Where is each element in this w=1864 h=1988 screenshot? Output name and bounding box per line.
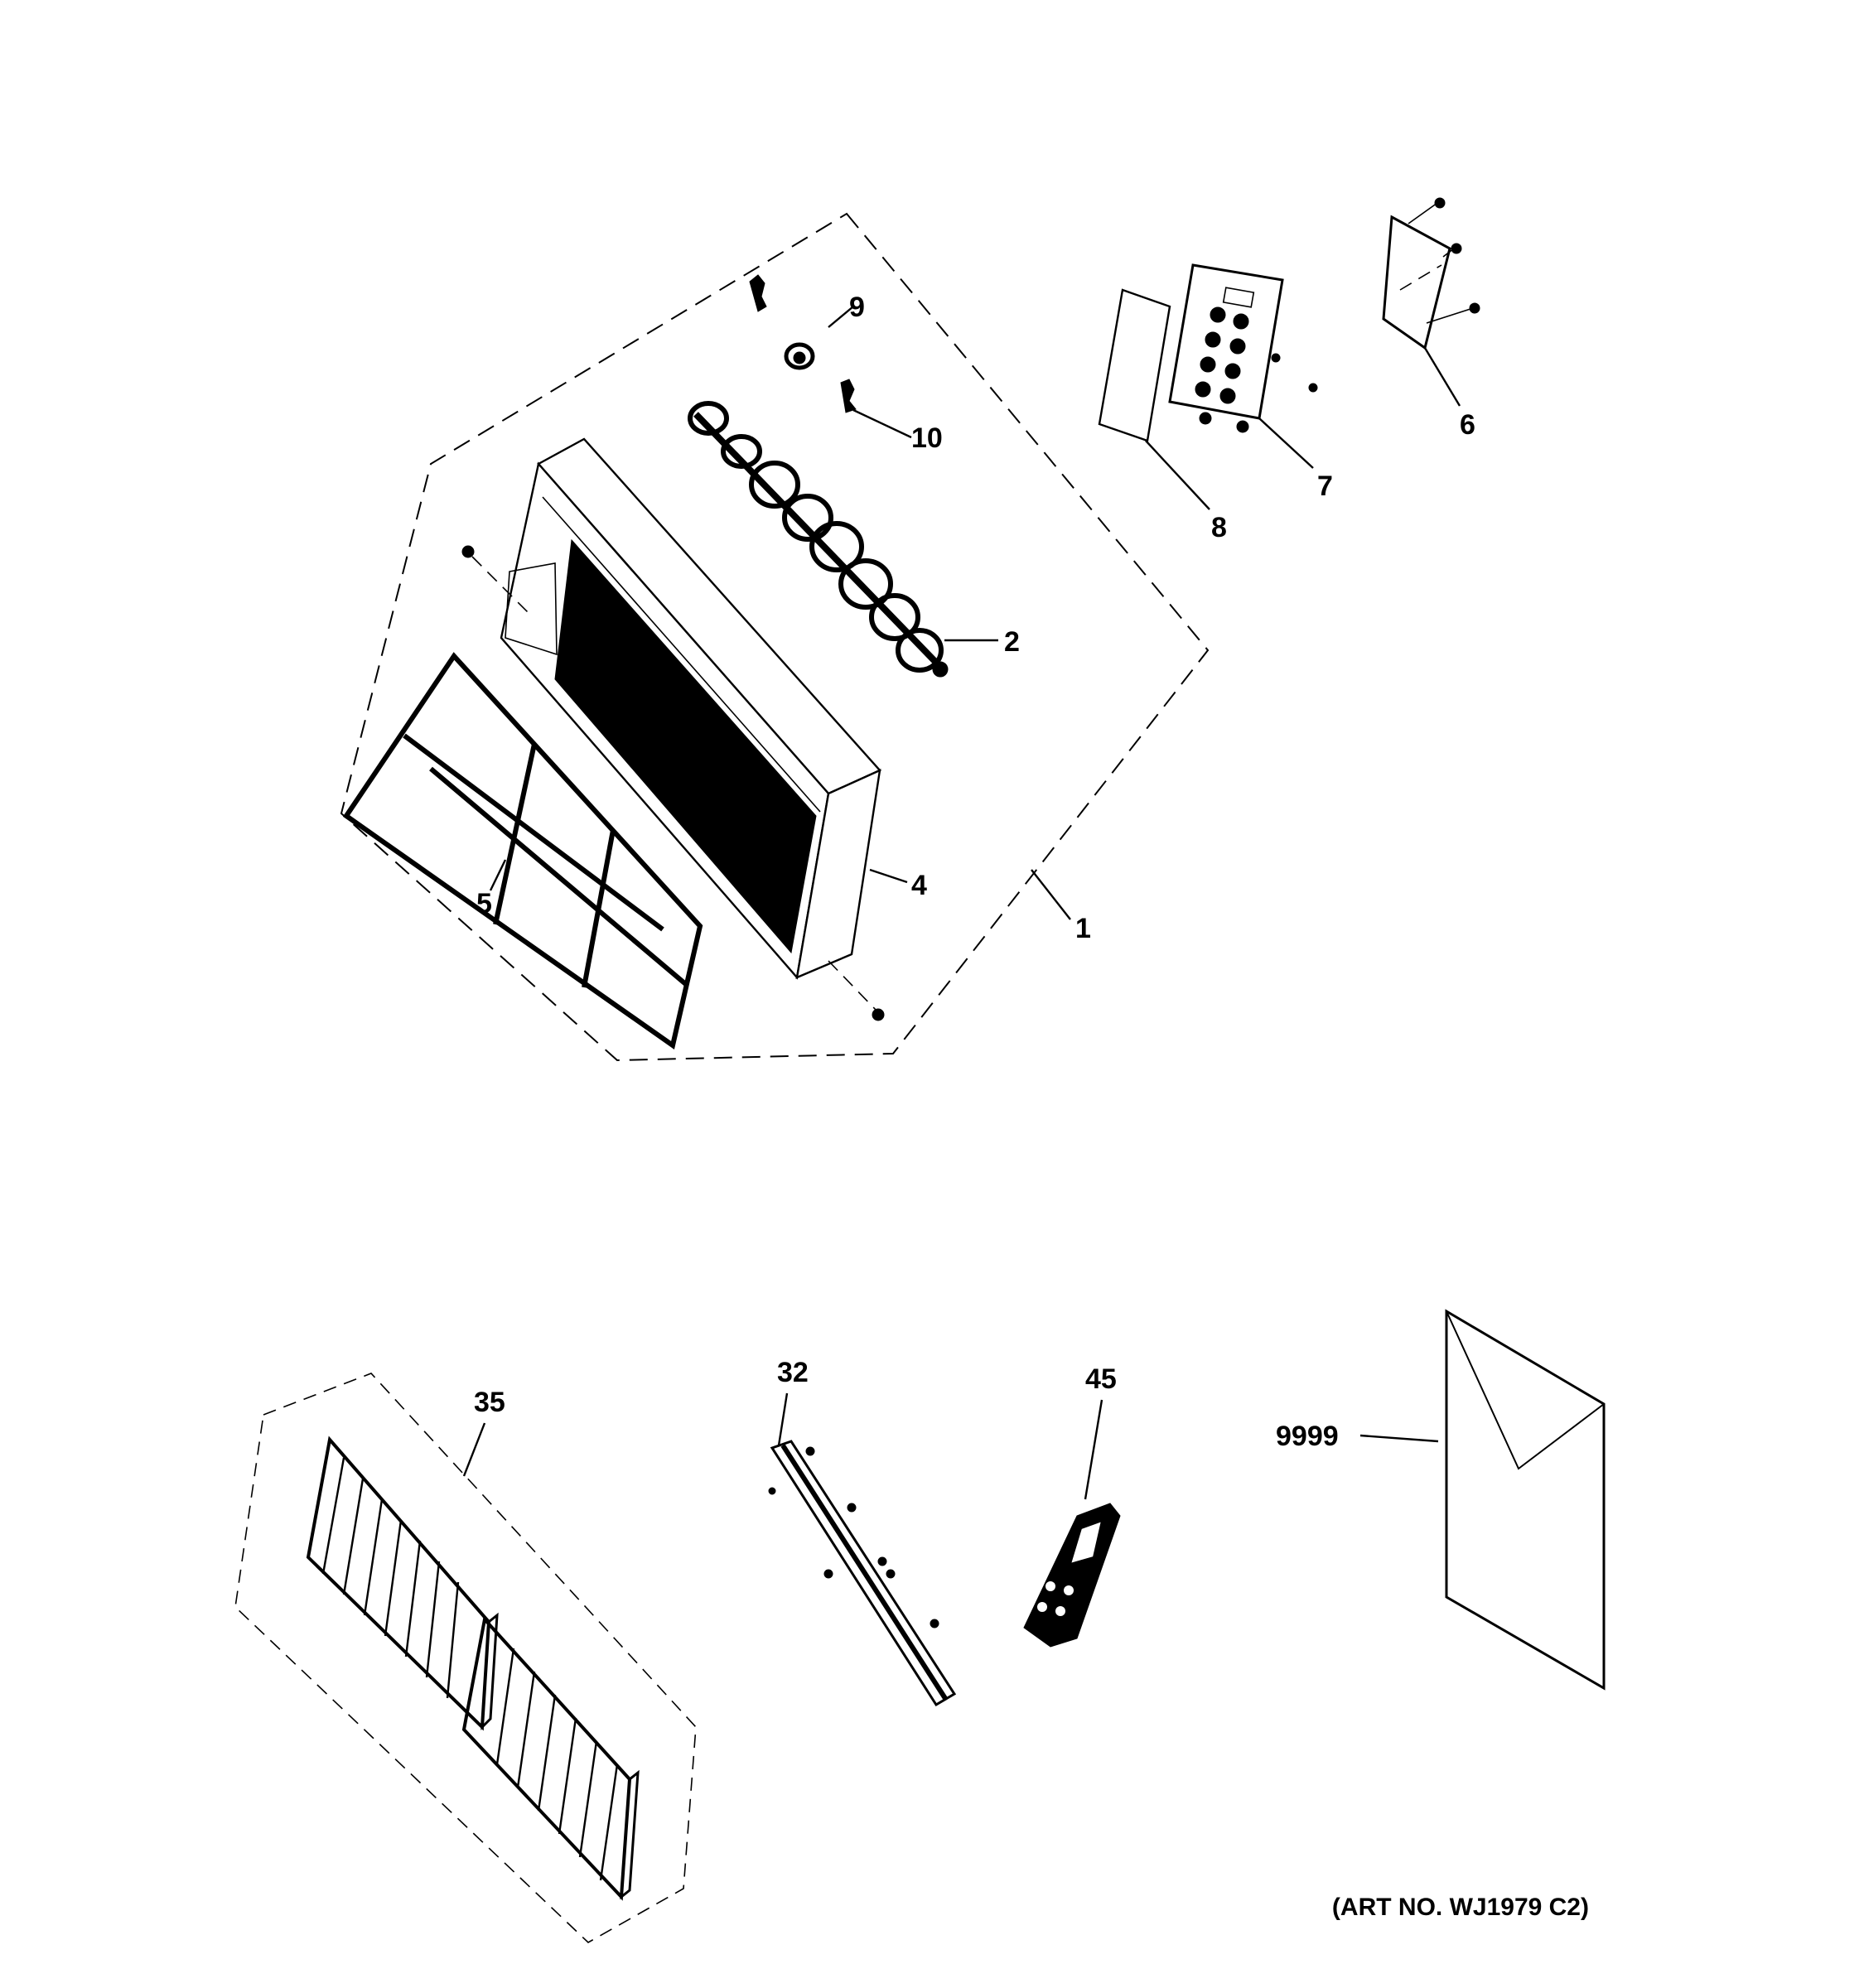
grille-left [306, 1436, 499, 1731]
control-parts [1098, 197, 1480, 442]
control-board [1168, 263, 1318, 433]
clip-parts [749, 274, 857, 413]
louver-rod [688, 401, 949, 678]
callout-8: 8 [1211, 512, 1227, 543]
callout-7: 7 [1317, 470, 1333, 502]
remote-control [1023, 1503, 1121, 1648]
callout-35: 35 [474, 1387, 505, 1418]
front-panel-assembly [340, 212, 1210, 1062]
callout-6: 6 [1460, 409, 1475, 441]
callout-9: 9 [849, 292, 865, 323]
callout-5: 5 [476, 888, 492, 919]
callout-32: 32 [777, 1357, 809, 1388]
mounting-rail [768, 1440, 957, 1707]
callout-2: 2 [1004, 626, 1020, 658]
callout-4: 4 [911, 870, 927, 901]
assembly-boundary-1 [340, 212, 1210, 1062]
air-filter [342, 652, 703, 1050]
control-bracket [1382, 197, 1480, 350]
screws [461, 545, 885, 1021]
leader-lines [462, 306, 1461, 1500]
callout-labels: 9 10 2 4 5 1 8 7 6 32 35 45 9999 [474, 292, 1475, 1452]
callout-1: 1 [1075, 913, 1091, 944]
grille-assembly [234, 1373, 697, 1943]
art-number: (ART NO. WJ1979 C2) [1332, 1894, 1589, 1921]
literature-envelope [1445, 1309, 1606, 1691]
callout-45: 45 [1085, 1363, 1117, 1395]
callout-10: 10 [911, 422, 943, 454]
assembly-boundary-35 [234, 1373, 697, 1943]
callout-9999: 9999 [1276, 1421, 1339, 1452]
control-label-panel [1098, 288, 1171, 442]
grille-right [461, 1615, 640, 1901]
front-panel-housing [500, 437, 881, 980]
